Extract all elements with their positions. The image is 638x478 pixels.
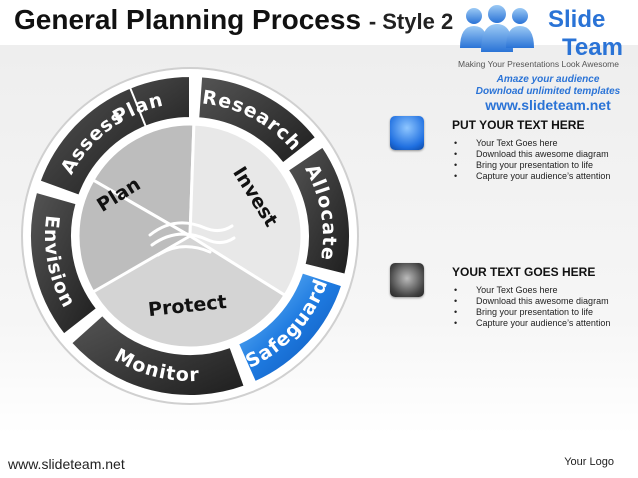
people-logo-icon (460, 5, 534, 52)
list-item: Bring your presentation to life (454, 160, 632, 171)
list-item: Your Text Goes here (454, 285, 632, 296)
promo-line-2: Download unlimited templates (475, 86, 621, 97)
inner-sector-plan (90, 122, 196, 239)
promo-line-1: Amaze your audience (496, 74, 600, 85)
text-panel-2: YOUR TEXT GOES HERE Your Text Goes here … (452, 265, 632, 329)
panel-1-heading: PUT YOUR TEXT HERE (452, 118, 585, 132)
footer-logo-placeholder: Your Logo (564, 456, 614, 468)
list-item: Download this awesome diagram (454, 149, 632, 160)
gray-square-icon (390, 263, 424, 297)
ring-segment-safeguard (236, 271, 344, 384)
footer-url: www.slideteam.net (8, 456, 125, 472)
ring-segment-envision (29, 190, 99, 336)
panel-2-bullets: Your Text Goes here Download this awesom… (452, 285, 632, 329)
title-main: General Planning Process (14, 4, 362, 35)
panel-1-bullets: Your Text Goes here Download this awesom… (452, 138, 632, 182)
ring-segment-monitor (69, 313, 247, 397)
page-title: General Planning Process - Style 2 (14, 4, 453, 36)
ring-segment-research (197, 75, 318, 165)
text-panel-1: PUT YOUR TEXT HERE Your Text Goes here D… (452, 118, 632, 182)
ring-segments (29, 74, 351, 397)
logo-tagline: Making Your Presentations Look Awesome (458, 59, 619, 69)
list-item: Bring your presentation to life (454, 307, 632, 318)
list-item: Download this awesome diagram (454, 296, 632, 307)
promo-url: www.slideteam.net (485, 97, 611, 113)
promo-text: Amaze your audience Download unlimited t… (458, 74, 638, 98)
logo-word-team: Team (562, 34, 623, 61)
panel-2-heading: YOUR TEXT GOES HERE (452, 265, 596, 279)
list-item: Capture your audience’s attention (454, 318, 632, 329)
inner-sector-plan-extension (76, 177, 193, 295)
swirl-icon (148, 221, 236, 257)
ring-segment-assess (38, 86, 148, 197)
title-subtitle: - Style 2 (368, 9, 454, 34)
slideteam-logo: Slide Team (452, 4, 638, 68)
list-item: Your Text Goes here (454, 138, 632, 149)
ring-segment-allocate (286, 145, 351, 276)
blue-square-icon (390, 116, 424, 150)
logo-word-slide: Slide (548, 6, 606, 33)
list-item: Capture your audience’s attention (454, 171, 632, 182)
